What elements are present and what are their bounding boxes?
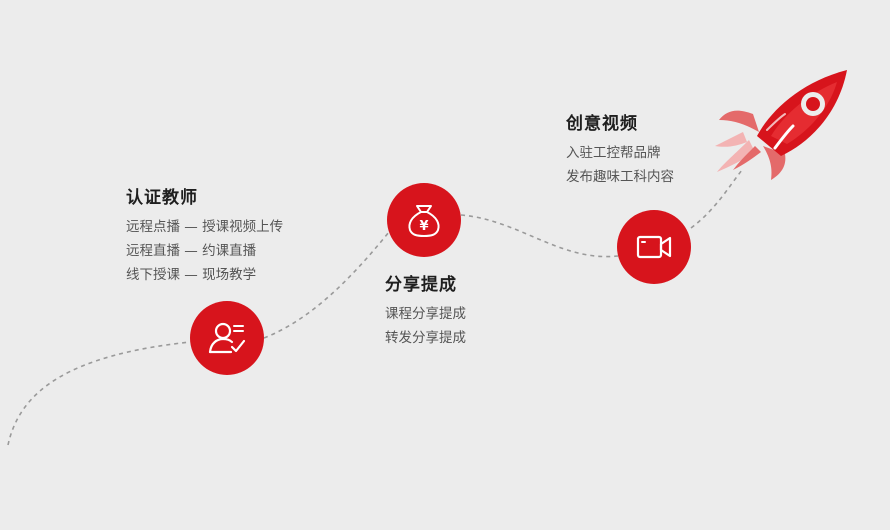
- step-line: 入驻工控帮品牌: [566, 145, 661, 161]
- video-camera-icon: [617, 210, 691, 284]
- rocket-icon: [715, 70, 847, 180]
- step-line: 远程点播 — 授课视频上传: [126, 219, 284, 235]
- step-line: 课程分享提成: [385, 306, 466, 322]
- step-line: 转发分享提成: [385, 330, 466, 346]
- svg-text:¥: ¥: [419, 219, 428, 234]
- step-line: 线下授课 — 现场教学: [126, 267, 257, 283]
- step-title: 分享提成: [385, 275, 457, 295]
- step-title: 认证教师: [126, 188, 198, 208]
- step-title: 创意视频: [566, 114, 638, 134]
- step-line: 发布趣味工科内容: [566, 169, 674, 185]
- money-bag-icon: ¥: [387, 183, 461, 257]
- step-creative-video: 创意视频 入驻工控帮品牌 发布趣味工科内容: [566, 109, 674, 189]
- teacher-certificate-icon: [190, 301, 264, 375]
- step-teacher-certification: 认证教师 远程点播 — 授课视频上传 远程直播 — 约课直播 线下授课 — 现场…: [126, 183, 283, 287]
- step-line: 远程直播 — 约课直播: [126, 243, 257, 259]
- step-share-commission: 分享提成 课程分享提成 转发分享提成: [385, 270, 466, 350]
